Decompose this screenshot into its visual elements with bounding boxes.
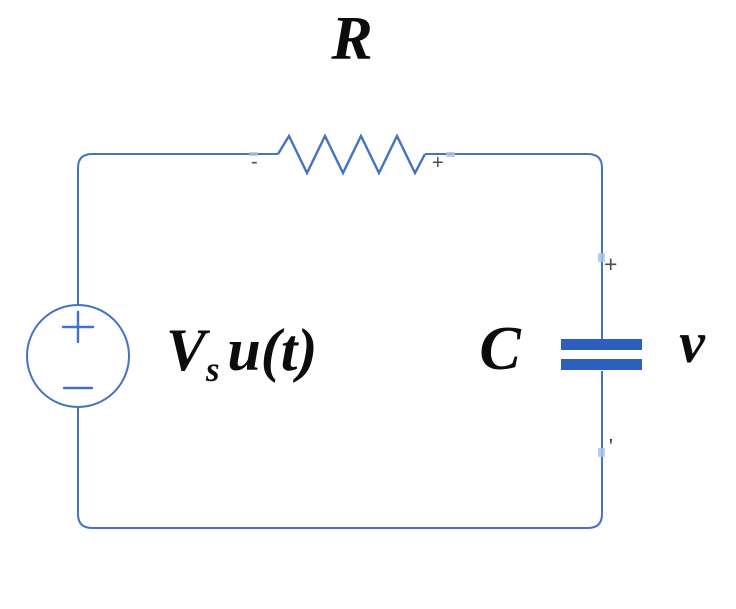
wire-left-top xyxy=(77,153,278,305)
capacitor-plus-polarity: + xyxy=(604,251,618,277)
resistor-plus-polarity: + xyxy=(432,152,444,174)
capacitor-voltage-label: v xyxy=(679,310,705,375)
anchor-dot xyxy=(249,152,258,156)
capacitor-label: C xyxy=(479,315,521,383)
wire-bottom-loop xyxy=(77,371,603,529)
capacitor-symbol xyxy=(561,339,642,370)
source-label-v: V xyxy=(166,317,207,383)
resistor-symbol xyxy=(276,133,427,176)
capacitor-plate-top xyxy=(561,339,642,350)
capacitor-minus-polarity: ' xyxy=(609,434,613,458)
source-label-step-function: u(t) xyxy=(227,317,318,383)
anchor-dot xyxy=(598,253,605,262)
voltage-source-circle xyxy=(26,304,130,408)
resistor-label: R xyxy=(331,5,373,73)
capacitor-plate-bottom xyxy=(561,359,642,370)
anchor-dot xyxy=(446,152,455,157)
voltage-source-symbol xyxy=(26,304,130,408)
anchor-dot xyxy=(598,448,605,457)
resistor-minus-polarity: - xyxy=(251,151,258,173)
wire-right-top xyxy=(425,153,603,339)
source-label-subscript: s xyxy=(206,350,220,390)
source-plus-icon xyxy=(61,310,95,344)
